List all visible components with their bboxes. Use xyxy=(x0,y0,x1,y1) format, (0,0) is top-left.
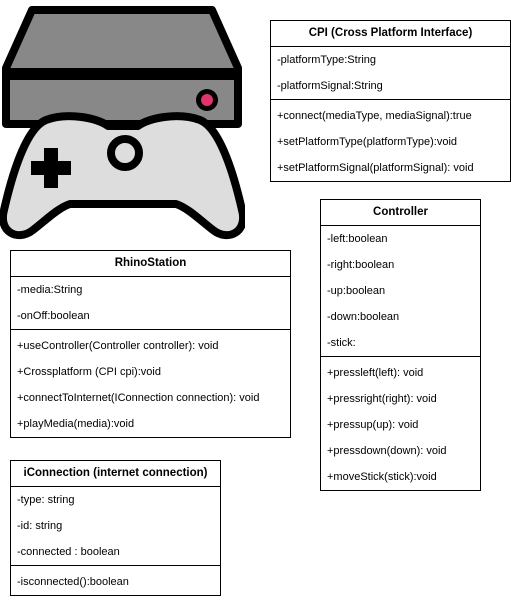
class-iconnection: iConnection (internet connection) -type:… xyxy=(10,460,221,596)
console-controller-illustration xyxy=(0,6,248,240)
attribute: -id: string xyxy=(17,520,63,532)
method: +pressdown(down): void xyxy=(327,445,447,457)
method: +setPlatformSignal(platformSignal): void xyxy=(277,162,474,174)
attribute: -stick: xyxy=(327,337,356,349)
methods-section: +pressleft(left): void +pressright(right… xyxy=(321,356,480,490)
game-console-icon xyxy=(0,0,248,240)
method: +pressup(up): void xyxy=(327,419,419,431)
method: +playMedia(media):void xyxy=(17,418,135,430)
class-cpi: CPI (Cross Platform Interface) -platform… xyxy=(270,20,511,182)
attribute: -platformSignal:String xyxy=(277,80,383,92)
attribute: -up:boolean xyxy=(327,285,386,297)
method: +connectToInternet(IConnection connectio… xyxy=(17,392,260,404)
class-rhinostation: RhinoStation -media:String -onOff:boolea… xyxy=(10,250,291,438)
attributes-section: -media:String -onOff:boolean xyxy=(11,277,290,329)
method: -isconnected():boolean xyxy=(17,576,129,588)
class-controller: Controller -left:boolean -right:boolean … xyxy=(320,199,481,491)
method: +useController(Controller controller): v… xyxy=(17,340,219,352)
method: +setPlatformType(platformType):void xyxy=(277,136,458,148)
attributes-section: -left:boolean -right:boolean -up:boolean… xyxy=(321,226,480,356)
attribute: -connected : boolean xyxy=(17,546,120,558)
class-title: CPI (Cross Platform Interface) xyxy=(271,21,510,47)
attribute: -down:boolean xyxy=(327,311,400,323)
attribute: -right:boolean xyxy=(327,259,395,271)
methods-section: -isconnected():boolean xyxy=(11,565,220,595)
methods-section: +connect(mediaType, mediaSignal):true +s… xyxy=(271,99,510,181)
attribute: -left:boolean xyxy=(327,233,388,245)
method: +pressleft(left): void xyxy=(327,367,424,379)
attributes-section: -platformType:String -platformSignal:Str… xyxy=(271,47,510,99)
attribute: -type: string xyxy=(17,494,75,506)
class-title: RhinoStation xyxy=(11,251,290,277)
methods-section: +useController(Controller controller): v… xyxy=(11,329,290,437)
attribute: -media:String xyxy=(17,284,83,296)
method: +pressright(right): void xyxy=(327,393,437,405)
method: +connect(mediaType, mediaSignal):true xyxy=(277,110,472,122)
method: +Crossplatform (CPI cpi):void xyxy=(17,366,161,378)
attribute: -platformType:String xyxy=(277,54,377,66)
attribute: -onOff:boolean xyxy=(17,310,90,322)
attributes-section: -type: string -id: string -connected : b… xyxy=(11,487,220,565)
method: +moveStick(stick):void xyxy=(327,471,437,483)
class-title: Controller xyxy=(321,200,480,226)
class-title: iConnection (internet connection) xyxy=(11,461,220,487)
